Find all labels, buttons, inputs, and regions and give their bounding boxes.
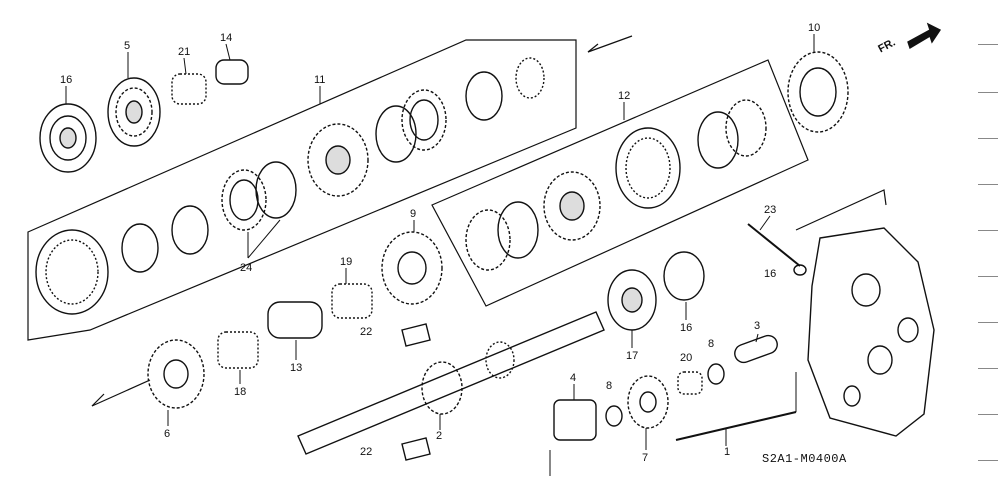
needle-bearing-19 [331, 283, 373, 319]
gear-10 [787, 51, 849, 133]
edge-mark [978, 322, 998, 323]
mainshaft-2 [297, 311, 605, 455]
transmission-case [807, 227, 935, 437]
callout-17: 17 [626, 350, 639, 362]
assembly-12-bracket [431, 59, 809, 307]
edge-mark [978, 414, 998, 415]
ring-k [725, 99, 767, 157]
edge-mark [978, 92, 998, 93]
callout-18: 18 [234, 386, 247, 398]
callout-16-shim: 16 [680, 322, 693, 334]
ring-d [375, 105, 417, 163]
ring-a [121, 223, 159, 273]
callout-8-upper: 8 [708, 338, 715, 350]
front-arrow-icon [907, 22, 942, 50]
assembly-11-bracket [27, 39, 577, 341]
needle-bearing-18 [217, 331, 259, 369]
ring-f [465, 71, 503, 121]
callout-22-upper: 22 [360, 326, 373, 338]
edge-mark [978, 276, 998, 277]
edge-mark [978, 44, 998, 45]
callout-13: 13 [290, 362, 303, 374]
callout-19: 19 [340, 256, 353, 268]
synchro-sleeve-large [35, 229, 109, 315]
diagram-code: S2A1-M0400A [762, 452, 847, 466]
arrow-upper [587, 35, 633, 53]
callout-24: 24 [240, 262, 253, 274]
edge-mark [978, 368, 998, 369]
shim-16 [663, 251, 705, 301]
washer-8-upper [707, 363, 725, 385]
washer-16-small [793, 264, 807, 276]
callout-21: 21 [178, 46, 191, 58]
collar-13 [267, 301, 323, 339]
synchro-ring-e [401, 89, 447, 151]
callout-1: 1 [724, 446, 731, 458]
callout-16-top: 16 [60, 74, 73, 86]
hub-gear-11 [307, 123, 369, 197]
case-bracket [795, 189, 887, 231]
callout-6: 6 [164, 428, 171, 440]
callout-22-lower: 22 [360, 446, 373, 458]
needle-bearing-20 [677, 371, 703, 395]
callout-3: 3 [754, 320, 761, 332]
needle-bearing-21 [171, 73, 207, 105]
ring-h [465, 209, 511, 271]
edge-mark [978, 184, 998, 185]
bearing-16-top [39, 103, 97, 173]
callout-12: 12 [618, 90, 631, 102]
callout-5: 5 [124, 40, 131, 52]
holder-4 [553, 399, 597, 441]
callout-20: 20 [680, 352, 693, 364]
ring-b [171, 205, 209, 255]
gear-9 [381, 231, 443, 305]
ring-j [697, 111, 739, 169]
gear-5 [107, 77, 161, 147]
edge-mark [978, 138, 998, 139]
edge-mark [978, 230, 998, 231]
callout-14: 14 [220, 32, 233, 44]
arrow-lower [91, 379, 151, 407]
callout-23: 23 [764, 204, 777, 216]
gear-6 [147, 339, 205, 409]
ring-i [497, 201, 539, 259]
callout-11: 11 [314, 74, 326, 86]
hub-12 [543, 171, 601, 241]
pipe-3 [734, 334, 778, 364]
callout-4: 4 [570, 372, 577, 384]
callout-10: 10 [808, 22, 821, 34]
ring-g [515, 57, 545, 99]
synchro-sleeve-12 [615, 127, 681, 209]
callout-2: 2 [436, 430, 443, 442]
clip-22-upper [401, 323, 431, 347]
washer-8-lower [605, 405, 623, 427]
callout-7: 7 [642, 452, 649, 464]
collar-14 [215, 59, 249, 85]
synchro-ring-24 [221, 169, 267, 231]
callout-9: 9 [410, 208, 417, 220]
bearing-17 [607, 269, 657, 331]
bolt-23 [747, 223, 801, 267]
rod-1 [675, 411, 797, 441]
clip-22-lower [401, 437, 431, 461]
callout-16-washer: 16 [764, 268, 777, 280]
ring-c [255, 161, 297, 219]
callout-8-lower: 8 [606, 380, 613, 392]
edge-mark [978, 460, 998, 461]
gear-7 [627, 375, 669, 429]
